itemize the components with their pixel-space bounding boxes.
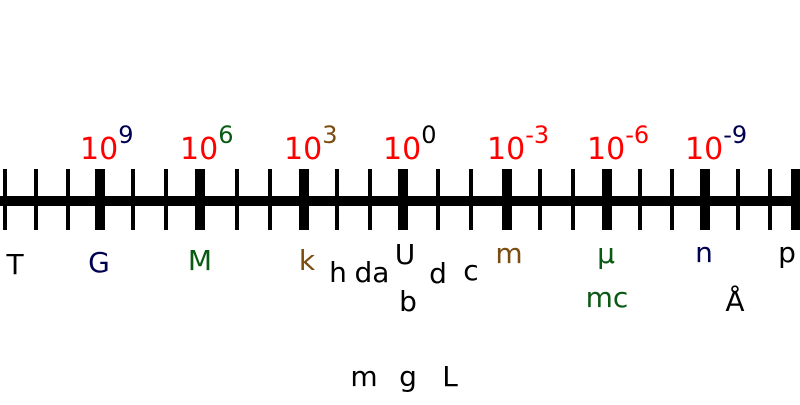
power-label: 10-3 [487, 121, 549, 167]
minor-tick [66, 169, 70, 230]
prefix-mega: M [188, 244, 212, 277]
minor-tick [335, 169, 339, 230]
power-base: 10 [487, 132, 525, 167]
major-tick [95, 169, 105, 230]
power-base: 10 [587, 132, 625, 167]
minor-tick [538, 169, 542, 230]
minor-tick [469, 169, 473, 230]
minor-tick [436, 169, 440, 230]
power-label: 109 [80, 121, 133, 167]
power-exponent: 0 [421, 121, 436, 149]
major-tick [700, 169, 710, 230]
minor-tick [235, 169, 239, 230]
power-exponent: -6 [625, 121, 649, 149]
minor-tick [34, 169, 38, 230]
prefix-giga: G [88, 246, 110, 279]
power-base: 10 [685, 132, 723, 167]
prefix-unit: U [395, 238, 416, 271]
power-label: 10-6 [587, 121, 649, 167]
power-base: 10 [284, 132, 322, 167]
major-tick [398, 169, 408, 230]
unit-meter: m [350, 360, 377, 393]
power-label: 100 [383, 121, 436, 167]
power-label: 10-9 [685, 121, 747, 167]
prefix-angstrom: Å [725, 284, 744, 318]
minor-tick [736, 169, 740, 230]
end-tick [791, 169, 800, 230]
power-exponent: 9 [118, 121, 133, 149]
minor-tick [131, 169, 135, 230]
minor-tick [670, 169, 674, 230]
power-exponent: -9 [723, 121, 747, 149]
power-label: 103 [284, 121, 337, 167]
power-exponent: -3 [525, 121, 549, 149]
minor-tick [3, 169, 7, 230]
minor-tick [164, 169, 168, 230]
power-base: 10 [180, 132, 218, 167]
major-tick [299, 169, 309, 230]
power-base: 10 [383, 132, 421, 167]
prefix-micro-alt: mc [586, 281, 629, 314]
prefix-deci: d [429, 257, 447, 290]
prefix-base: b [399, 285, 417, 318]
power-label: 106 [180, 121, 233, 167]
unit-gram: g [399, 360, 417, 393]
minor-tick [768, 169, 772, 230]
major-tick [602, 169, 612, 230]
prefix-deca: da [355, 256, 390, 289]
minor-tick [268, 169, 272, 230]
power-exponent: 6 [218, 121, 233, 149]
prefix-micro: μ [597, 237, 615, 270]
power-exponent: 3 [322, 121, 337, 149]
prefix-milli: m [495, 237, 522, 270]
prefix-hecto: h [329, 256, 347, 289]
tick-marks [3, 169, 800, 230]
prefix-nano: n [695, 236, 713, 269]
prefix-pico: p [778, 236, 796, 269]
minor-tick [368, 169, 372, 230]
power-base: 10 [80, 132, 118, 167]
minor-tick [571, 169, 575, 230]
prefix-centi: c [463, 254, 478, 287]
major-tick [502, 169, 512, 230]
prefix-tera: T [5, 248, 24, 281]
prefix-kilo: k [299, 244, 316, 277]
major-tick [195, 169, 205, 230]
unit-liter: L [442, 360, 458, 393]
base-units: m g L [350, 360, 458, 393]
prefix-symbols: T G M k h da U b d c m μ mc n Å p [5, 236, 795, 318]
minor-tick [638, 169, 642, 230]
